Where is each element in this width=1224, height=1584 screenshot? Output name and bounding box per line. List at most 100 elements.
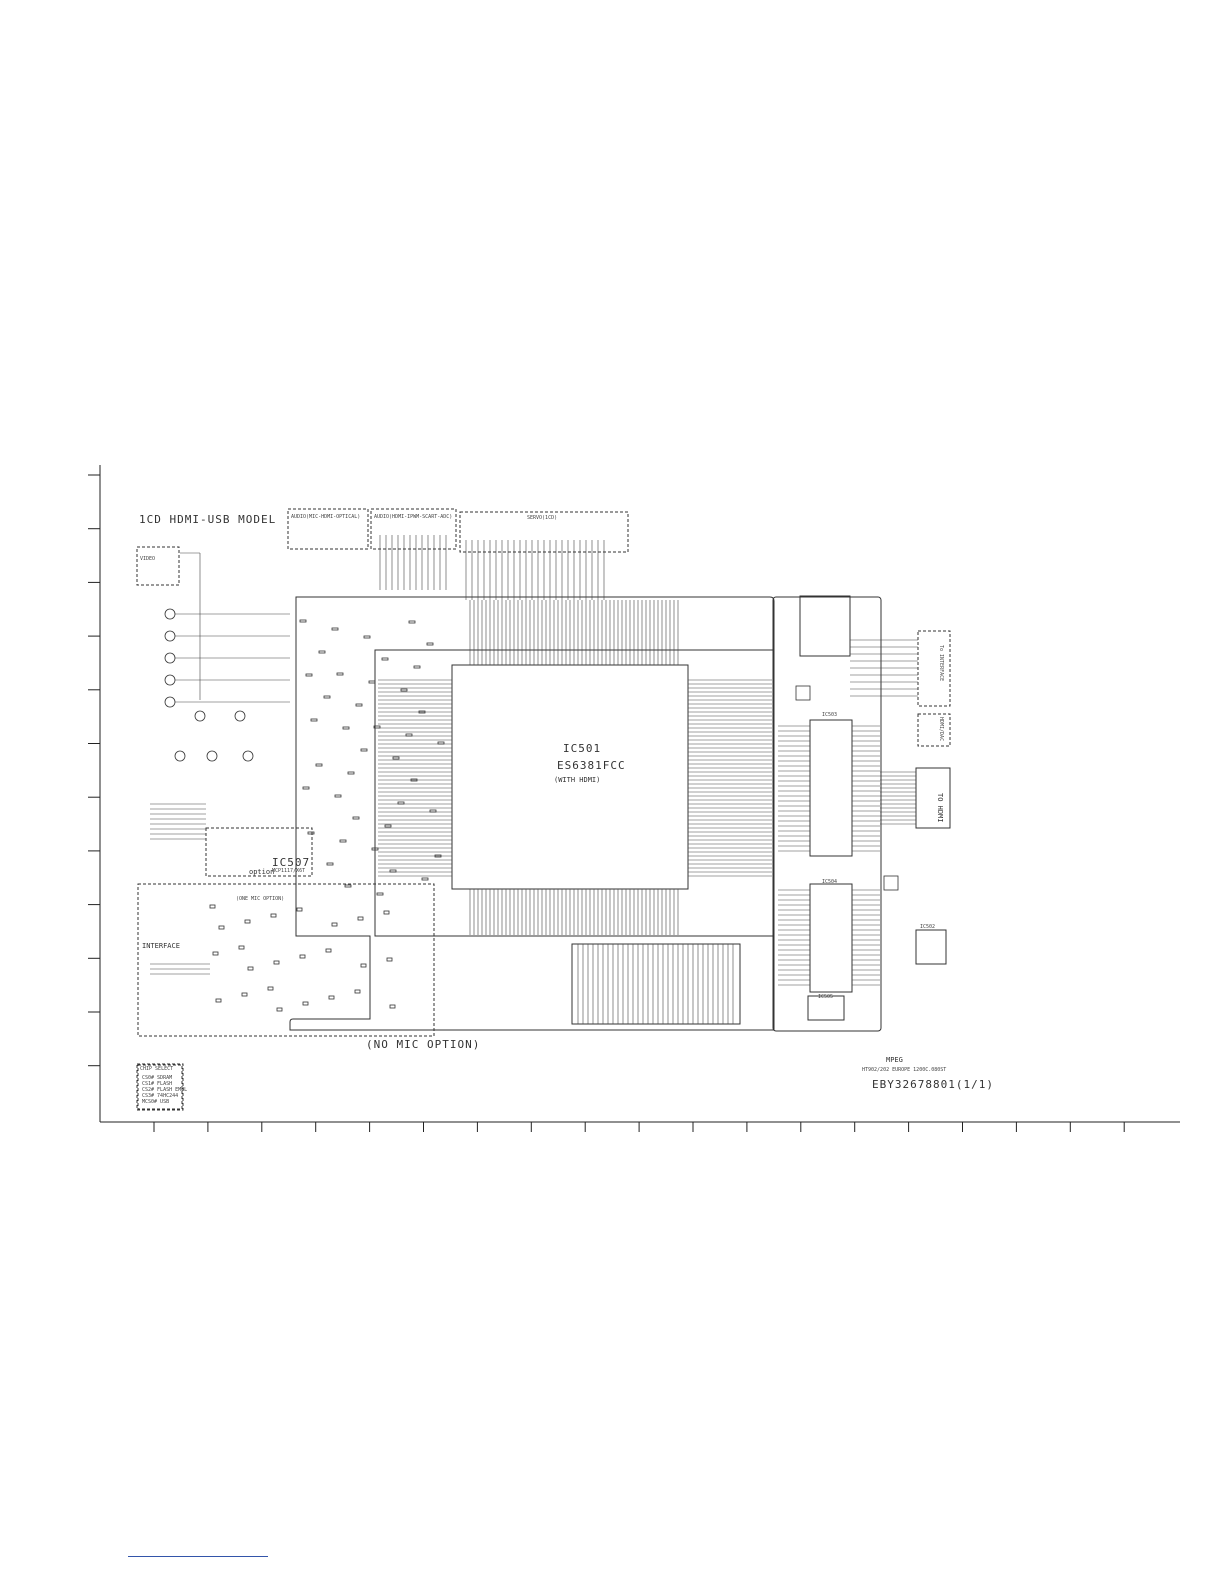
passive-component [437, 741, 445, 745]
passive-component [302, 786, 310, 790]
passive-component [421, 877, 429, 881]
passive-component [315, 763, 323, 767]
passive-component [376, 892, 384, 896]
transistor [164, 608, 176, 620]
passive-component [408, 620, 416, 624]
passive-component [400, 688, 408, 692]
passive-component [429, 809, 437, 813]
to-hdmi-label: TO HDMI [936, 793, 944, 823]
ic504-outline [809, 883, 853, 993]
passive-component [389, 1004, 396, 1009]
interface-label: INTERFACE [142, 942, 180, 950]
passive-component [270, 913, 277, 918]
ic507-note-label: option [249, 868, 274, 876]
ic503-ic504-block [772, 596, 882, 1032]
passive-component [299, 619, 307, 623]
ic505-label: IC505 [818, 994, 833, 1000]
ic502-outline [571, 943, 741, 1025]
passive-component [418, 710, 426, 714]
ic504-label: IC504 [822, 879, 837, 885]
ic505-outline [807, 995, 845, 1021]
video-label: VIDEO [140, 556, 155, 562]
passive-component [218, 925, 225, 930]
frame-ruler [88, 465, 1180, 1132]
doc-number-label: EBY32678801(1/1) [872, 1078, 994, 1091]
to-interface-label: To INTERFACE [938, 645, 944, 681]
to-interface-box [917, 630, 951, 707]
chip-select-box-2 [137, 1064, 183, 1110]
passive-component [326, 862, 334, 866]
passive-component [299, 954, 306, 959]
transistor [234, 710, 246, 722]
audio-mic-label: AUDIO(MIC-HDMI-OPTICAL) [291, 514, 360, 520]
chip-select-box [136, 1063, 184, 1111]
transistor [174, 750, 186, 762]
ic501-part-label: ES6381FCC [557, 759, 626, 772]
passive-component [368, 680, 376, 684]
passive-component [360, 963, 367, 968]
audio-hdmi-box [370, 508, 457, 550]
regulator [883, 875, 899, 891]
audio-hdmi-label: AUDIO(HDMI-IPWM-SCART-ADC) [374, 514, 452, 520]
top-buffer-outline [799, 595, 851, 657]
passive-component [334, 794, 342, 798]
passive-component [273, 960, 280, 965]
passive-component [360, 748, 368, 752]
ic502-label: IC502 [920, 924, 935, 930]
ic501-note-label: (WITH HDMI) [554, 776, 600, 784]
passive-component [352, 816, 360, 820]
mpeg-label: MPEG [886, 1056, 903, 1064]
passive-component [371, 847, 379, 851]
passive-component [323, 695, 331, 699]
passive-component [339, 839, 347, 843]
servo-label: SERVO(1CD) [527, 515, 557, 521]
chip-line-3: CS3# 74HC244 [142, 1093, 178, 1099]
ic507-part-label: MCP1117/X6T [272, 868, 305, 874]
chip-line-0: CS0# SDRAM [142, 1075, 172, 1081]
passive-component [267, 986, 274, 991]
passive-component [426, 642, 434, 646]
passive-component [344, 884, 352, 888]
passive-component [247, 966, 254, 971]
passive-component [405, 733, 413, 737]
mic-option-label: (NO MIC OPTION) [366, 1038, 480, 1051]
passive-component [354, 989, 361, 994]
passive-component [296, 907, 303, 912]
passive-component [276, 1007, 283, 1012]
model-desc-label: HT902/202 EUROPE 1200C.080ST [862, 1067, 946, 1073]
passive-component [336, 672, 344, 676]
passive-component [307, 831, 315, 835]
transistor [206, 750, 218, 762]
ic507-label: IC507 [272, 856, 310, 869]
passive-component [383, 910, 390, 915]
regulator [795, 685, 811, 701]
passive-component [392, 756, 400, 760]
passive-component [241, 992, 248, 997]
passive-component [386, 957, 393, 962]
transistor [164, 696, 176, 708]
chip-line-4: MCS0# USB [142, 1099, 169, 1105]
passive-component [305, 673, 313, 677]
passive-component [373, 725, 381, 729]
passive-component [397, 801, 405, 805]
passive-component [310, 718, 318, 722]
passive-component [215, 998, 222, 1003]
transistor [194, 710, 206, 722]
passive-component [328, 995, 335, 1000]
hdmi-dac-label: HDMI/DAC [938, 717, 944, 741]
audio-mic-box [287, 508, 369, 550]
passive-component [244, 919, 251, 924]
video-box [136, 546, 180, 586]
passive-component [238, 945, 245, 950]
passive-component [357, 916, 364, 921]
passive-component [363, 635, 371, 639]
mic-option-box [137, 883, 435, 1037]
transistor [164, 630, 176, 642]
ic501-label: IC501 [563, 742, 601, 755]
transistor [164, 674, 176, 686]
ic507-box [205, 827, 313, 877]
mpeg-main-block-outline [289, 596, 775, 1031]
passive-component [331, 627, 339, 631]
ic503-outline [809, 719, 853, 857]
